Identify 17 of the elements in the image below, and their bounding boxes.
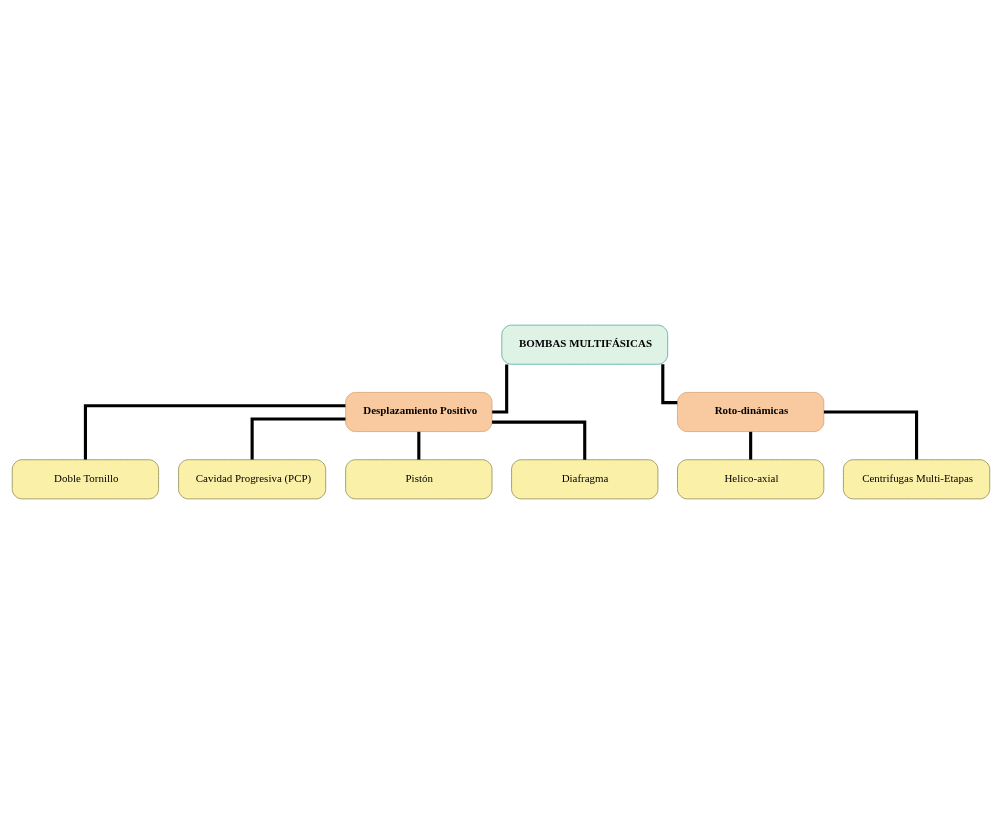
node-box: Centrifugas Multi-Etapas: [843, 458, 991, 499]
connector: [749, 431, 753, 460]
connector: [83, 403, 346, 460]
node-box: BOMBAS MULTIFÁSICAS: [501, 324, 669, 365]
node-box: Doble Tornillo: [11, 458, 159, 499]
node-box: Cavidad Progresiva (PCP): [178, 458, 327, 499]
node-box: Diafragma: [511, 458, 659, 499]
node-box: Helico-axial: [677, 458, 825, 499]
connector: [250, 416, 346, 460]
connector: [661, 363, 678, 404]
connector: [417, 431, 421, 460]
node-box: Roto-dinámicas: [677, 391, 825, 432]
node-box: Desplazamiento Positivo: [345, 391, 493, 432]
connector: [492, 420, 587, 460]
node-box: Pistón: [345, 458, 493, 499]
connector: [492, 364, 509, 414]
connector: [823, 409, 919, 459]
